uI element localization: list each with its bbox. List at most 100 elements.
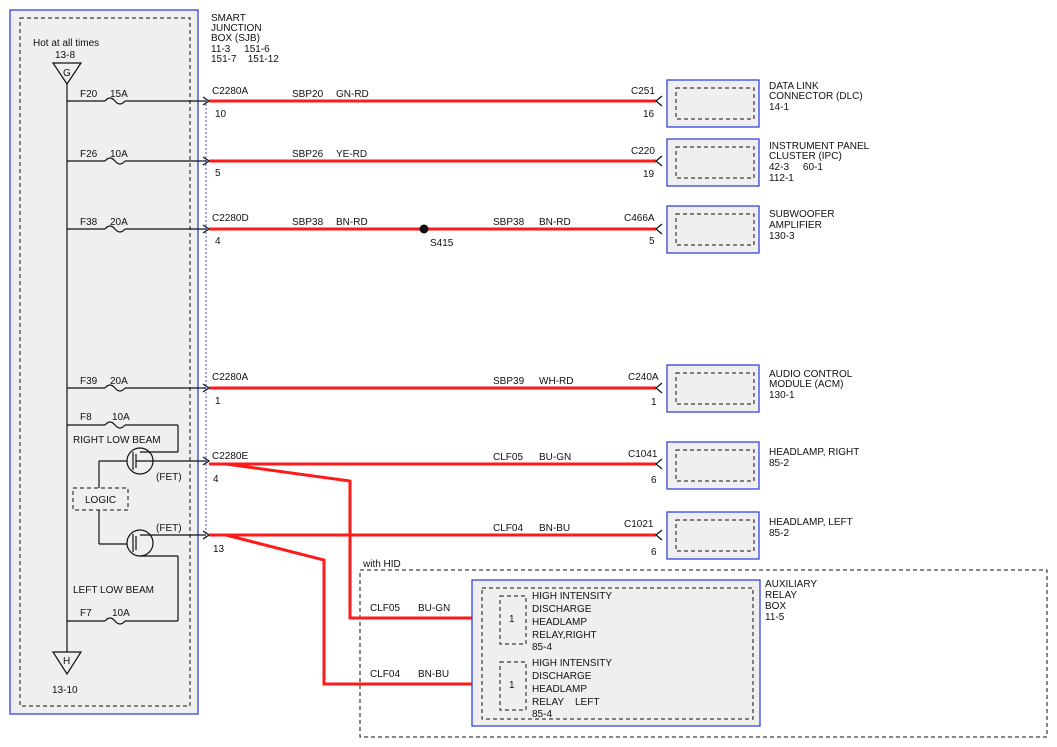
branch-right-circuit: CLF05 bbox=[370, 603, 400, 614]
sjb-title-line-1: SMART bbox=[211, 13, 246, 24]
relay-line-4: RELAY,RIGHT bbox=[532, 630, 597, 641]
relay-line-2: DISCHARGE bbox=[532, 604, 592, 615]
src-connector: C2280A bbox=[212, 86, 248, 97]
aux-box-title-1: AUXILIARY bbox=[765, 579, 817, 590]
relay-line-3: HEADLAMP bbox=[532, 684, 587, 695]
circuit-acm: C2280A 1 SBP39 WH-RD C240A 1 AUDIO CONTR… bbox=[209, 364, 853, 413]
component-line-1: DATA LINK bbox=[769, 81, 819, 92]
component-inner bbox=[675, 146, 755, 179]
dst-connector: C240A bbox=[628, 372, 659, 383]
component-line-3: 14-1 bbox=[769, 102, 789, 113]
fuse-f8: F8 10A bbox=[67, 412, 179, 453]
fet-right: (FET) bbox=[98, 447, 211, 488]
src-connector: C2280D bbox=[212, 213, 249, 224]
dst-connector: C251 bbox=[631, 86, 655, 97]
component-box bbox=[666, 138, 760, 187]
component-line-3: 130-3 bbox=[769, 231, 795, 242]
logic-box bbox=[72, 487, 129, 511]
src-pin: 1 bbox=[215, 396, 221, 407]
component-inner bbox=[675, 449, 755, 482]
branch-wire-right bbox=[225, 462, 500, 620]
circuit-id: CLF05 bbox=[493, 452, 523, 463]
relay-pin-box bbox=[499, 595, 527, 645]
wire-color: BN-BU bbox=[539, 523, 570, 534]
src-pin: 13 bbox=[213, 544, 225, 555]
relay-pin: 1 bbox=[509, 614, 515, 625]
dst-pin: 5 bbox=[649, 236, 655, 247]
component-line-2: AMPLIFIER bbox=[769, 220, 822, 231]
circuit-id-2: SBP38 bbox=[493, 217, 525, 228]
component-line-4: 112-1 bbox=[769, 173, 794, 184]
terminal-g-icon bbox=[51, 62, 83, 86]
component-line-1: SUBWOOFER bbox=[769, 209, 835, 220]
component-box bbox=[666, 441, 760, 490]
relay-line-1: HIGH INTENSITY bbox=[532, 658, 612, 669]
fuse-name: F20 bbox=[80, 89, 98, 100]
component-inner bbox=[675, 519, 755, 552]
relay-line-5: 85-4 bbox=[532, 709, 552, 720]
wire-color: BN-RD bbox=[336, 217, 368, 228]
fet-label: (FET) bbox=[156, 472, 182, 483]
fuse-amps: 15A bbox=[110, 89, 128, 100]
src-pin: 10 bbox=[215, 109, 227, 120]
component-line-2: 85-2 bbox=[769, 458, 789, 469]
dst-connector: C1021 bbox=[624, 519, 654, 530]
component-line-3: 42-3 60-1 bbox=[769, 162, 823, 173]
component-box bbox=[666, 511, 760, 560]
wire-color: YE-RD bbox=[336, 149, 367, 160]
fuse-amps: 10A bbox=[112, 608, 130, 619]
sjb-title-line-2: JUNCTION bbox=[211, 23, 262, 34]
aux-box-title-2: RELAY bbox=[765, 590, 797, 601]
component-inner bbox=[675, 213, 755, 246]
fuse-f38: F38 20A bbox=[67, 217, 211, 234]
fuse-icon bbox=[104, 225, 126, 233]
circuit-id: CLF04 bbox=[493, 523, 523, 534]
fuse-icon bbox=[104, 157, 126, 165]
terminal-g-label: G bbox=[63, 68, 71, 79]
component-line-1: INSTRUMENT PANEL bbox=[769, 141, 870, 152]
dst-connector: C220 bbox=[631, 146, 655, 157]
terminal-h-icon bbox=[51, 651, 83, 676]
component-line-2: 85-2 bbox=[769, 528, 789, 539]
aux-box-title-3: BOX bbox=[765, 601, 786, 612]
relay-line-1: HIGH INTENSITY bbox=[532, 591, 612, 602]
fuse-amps: 20A bbox=[110, 217, 128, 228]
wire-color-2: BN-RD bbox=[539, 217, 571, 228]
relay-line-3: HEADLAMP bbox=[532, 617, 587, 628]
terminal-h-label: H bbox=[63, 656, 70, 667]
circuit-ipc: 5 SBP26 YE-RD C220 19 INSTRUMENT PANEL C… bbox=[209, 138, 870, 187]
dst-pin: 19 bbox=[643, 169, 655, 180]
relay-pin-box bbox=[499, 661, 527, 711]
relay-line-5: 85-4 bbox=[532, 642, 552, 653]
splice-label: S415 bbox=[430, 238, 454, 249]
smart-junction-box bbox=[9, 9, 207, 715]
aux-box-title-4: 11-5 bbox=[765, 612, 785, 623]
dst-pin: 6 bbox=[651, 547, 657, 558]
branch-wire-left bbox=[225, 533, 500, 686]
fuse-name: F7 bbox=[80, 608, 92, 619]
splice-icon bbox=[419, 224, 429, 234]
fuse-icon bbox=[104, 617, 126, 625]
aux-relay-inner bbox=[481, 587, 754, 720]
component-line-1: HEADLAMP, LEFT bbox=[769, 517, 853, 528]
wire-color: WH-RD bbox=[539, 376, 573, 387]
fuse-f7: F7 10A bbox=[67, 608, 178, 625]
sjb-title-line-3: BOX (SJB) bbox=[211, 33, 260, 44]
circuit-id: SBP38 bbox=[292, 217, 324, 228]
hot-label: Hot at all times bbox=[33, 38, 99, 49]
hid-relay-left: 1 HIGH INTENSITY DISCHARGE HEADLAMP RELA… bbox=[499, 658, 612, 720]
fuse-icon bbox=[104, 384, 126, 392]
sjb-inner-dashed bbox=[19, 17, 191, 707]
fuse-f20: F20 15A bbox=[67, 89, 211, 106]
component-box bbox=[666, 364, 760, 413]
sjb-ref-line-1: 11-3 151-6 bbox=[211, 44, 270, 55]
relay-line-2: DISCHARGE bbox=[532, 671, 592, 682]
fuse-amps: 10A bbox=[110, 149, 128, 160]
component-inner bbox=[675, 372, 755, 405]
dst-connector: C466A bbox=[624, 213, 655, 224]
circuit-dlc: C2280A 10 SBP20 GN-RD C251 16 DATA LINK … bbox=[209, 79, 863, 128]
hid-option-outline bbox=[359, 569, 1048, 738]
logic-label: LOGIC bbox=[85, 495, 116, 506]
circuit-id: SBP20 bbox=[292, 89, 324, 100]
